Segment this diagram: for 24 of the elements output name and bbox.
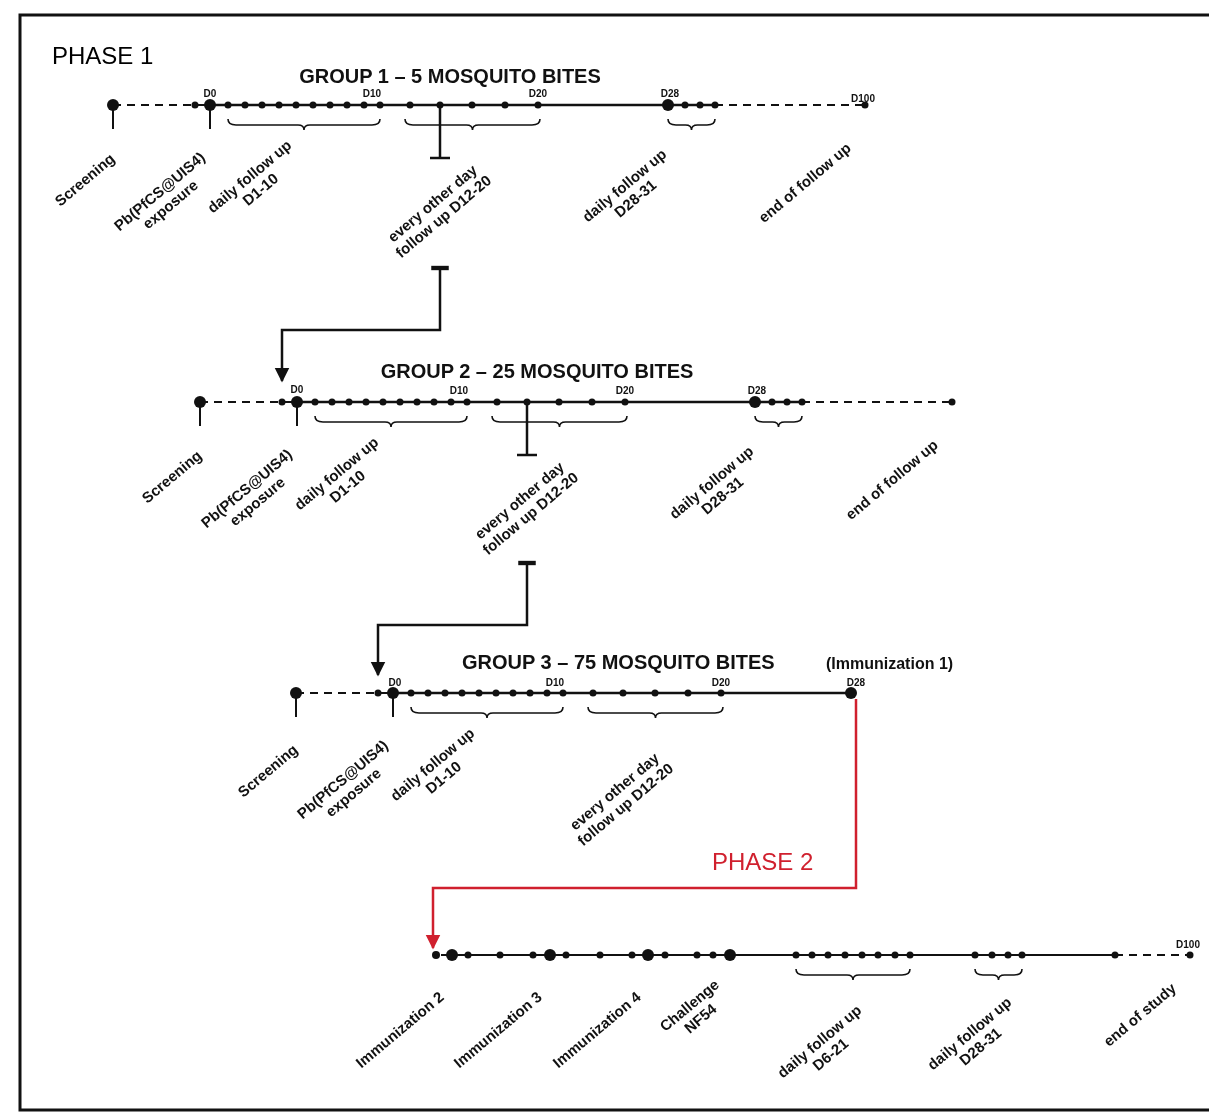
group-note: (Immunization 1) <box>826 655 954 673</box>
arrow <box>274 265 451 383</box>
day-label: D20 <box>528 87 548 99</box>
day-label: D0 <box>290 383 304 395</box>
day-label: D100 <box>851 92 875 104</box>
timeline-start-dot <box>432 951 440 959</box>
day-label: D10 <box>362 87 382 99</box>
phase-heading: PHASE 2 <box>712 848 814 876</box>
day-label: D20 <box>615 384 635 396</box>
day-label: D28 <box>660 87 680 99</box>
phase-heading: PHASE 1 <box>52 42 154 70</box>
day-label: D100 <box>1176 938 1200 950</box>
day-label: D0 <box>388 676 402 688</box>
day-label: D28 <box>846 676 866 688</box>
day-label: D20 <box>711 676 731 688</box>
group-heading: GROUP 1 – 5 MOSQUITO BITES <box>299 64 601 88</box>
day-label: D0 <box>203 87 217 99</box>
day-label: D28 <box>747 384 767 396</box>
group-heading: GROUP 3 – 75 MOSQUITO BITES <box>462 650 775 674</box>
day-label: D10 <box>545 676 565 688</box>
arrow <box>370 560 538 677</box>
group-heading: GROUP 2 – 25 MOSQUITO BITES <box>380 359 694 383</box>
arrow <box>425 699 858 950</box>
day-label: D10 <box>449 384 469 396</box>
